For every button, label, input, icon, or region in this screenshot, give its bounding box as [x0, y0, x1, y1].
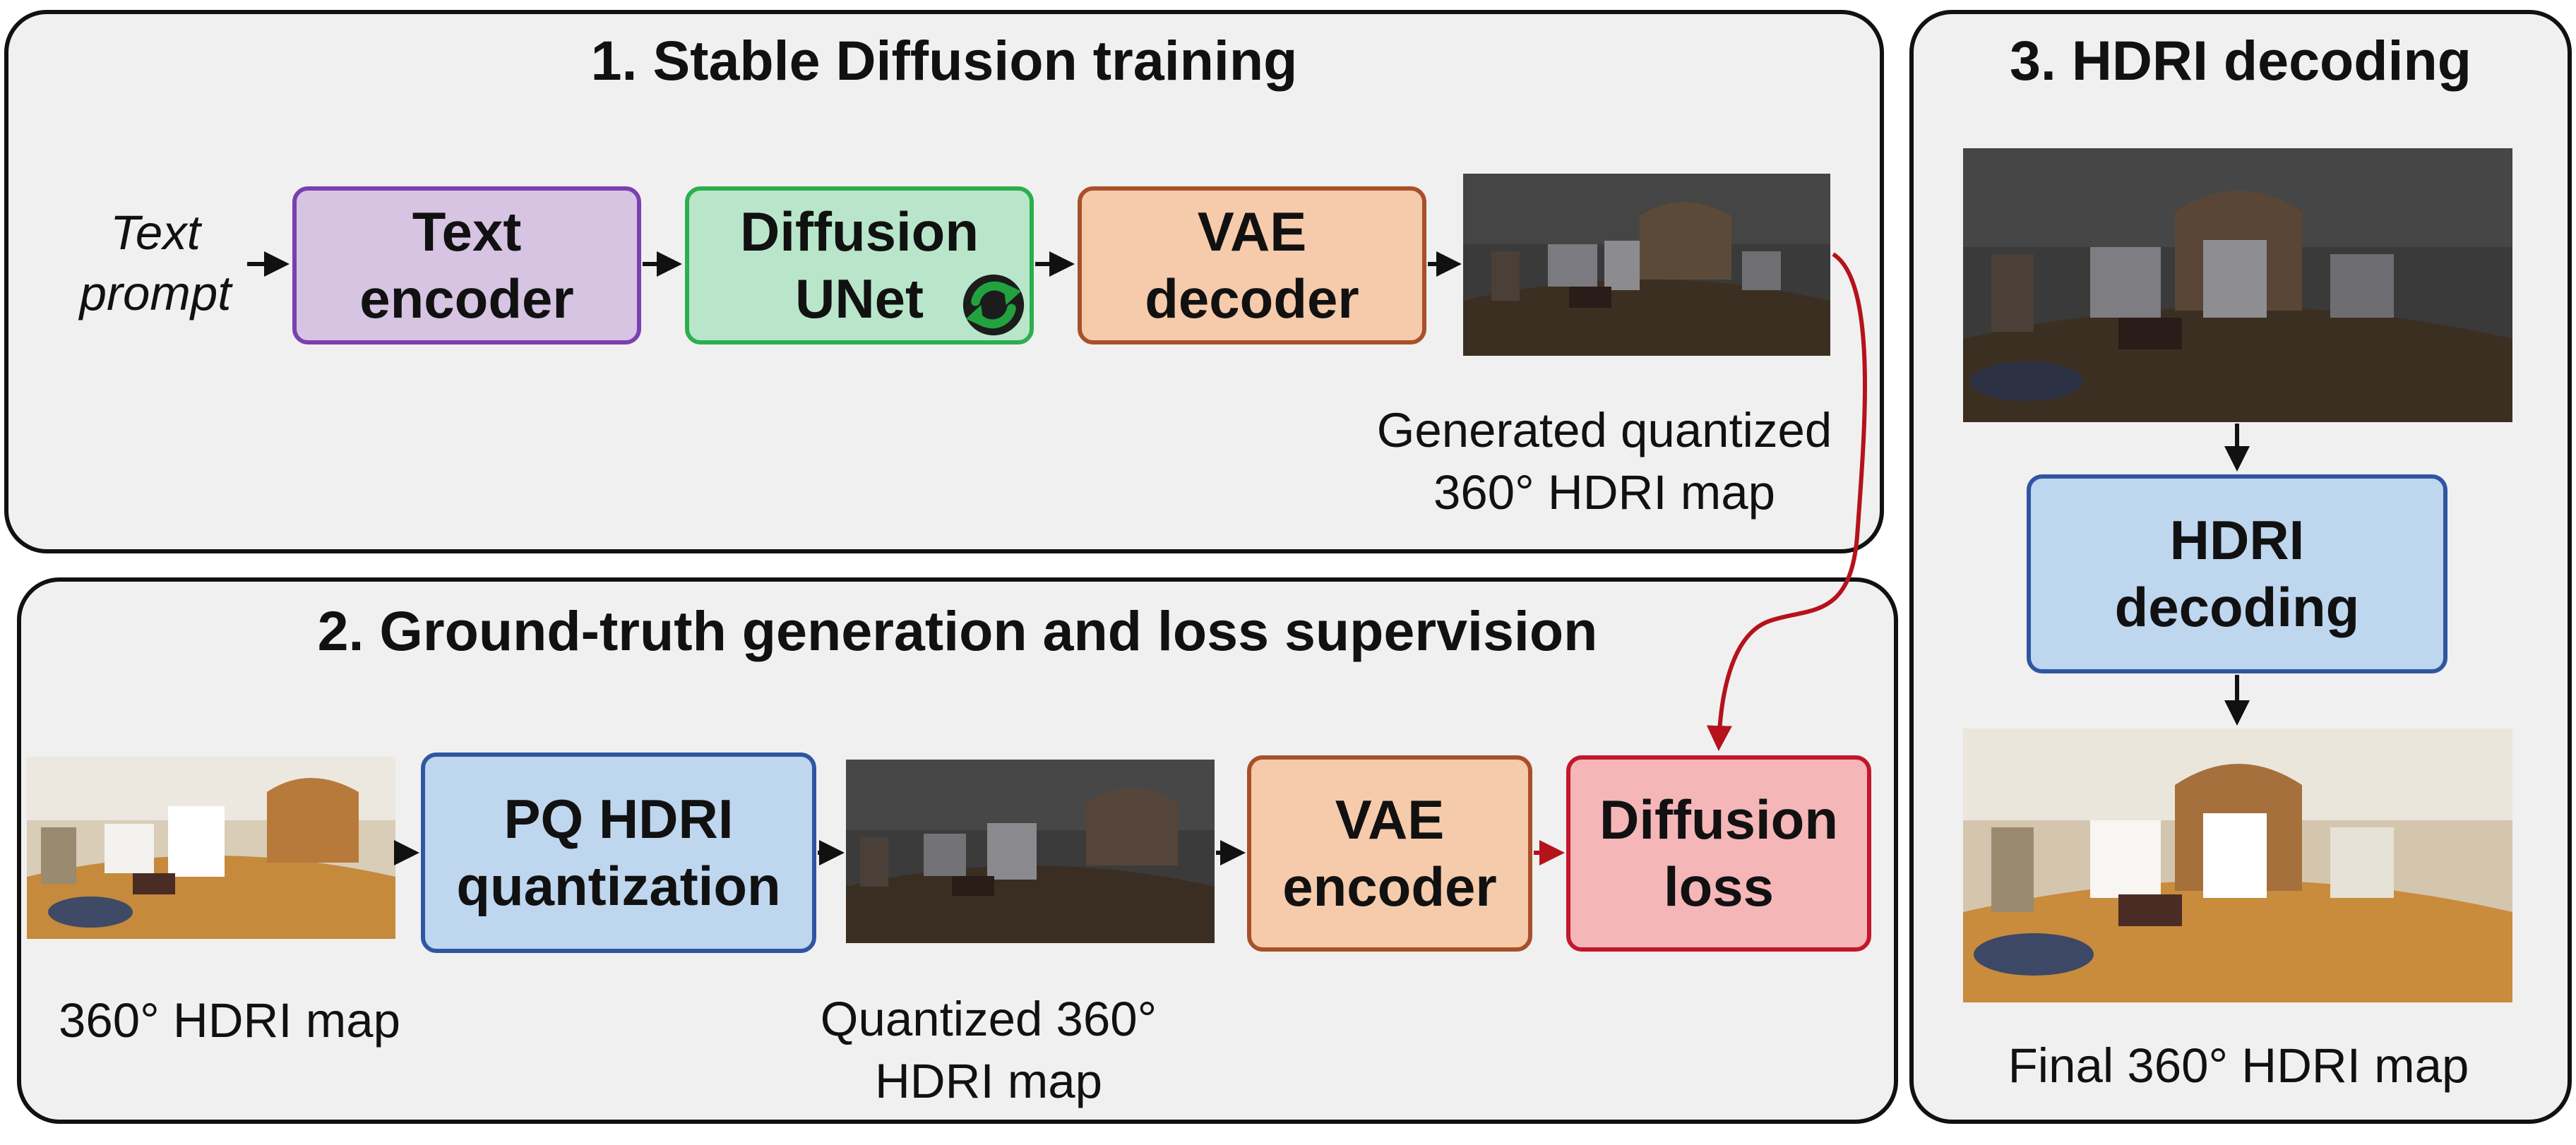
- generated-quantized-hdri-image: [1463, 174, 1830, 356]
- arrow-generated-to-loss: [1706, 252, 1867, 751]
- hdri-map-image: [27, 757, 395, 939]
- panel-title-decoding: 3. HDRI decoding: [2010, 29, 2471, 92]
- hdri-decoding-label: HDRI decoding: [2114, 508, 2360, 638]
- hdri-decoding-box: HDRI decoding: [2027, 474, 2447, 673]
- text-encoder-box: Text encoder: [292, 186, 641, 344]
- refresh-icon: [962, 274, 1025, 336]
- text-prompt-label: Text prompt: [79, 205, 232, 321]
- generated-quantized-caption: Generated quantized 360° HDRI map: [1376, 403, 1832, 520]
- quantized-hdri-caption: Quantized 360° HDRI map: [820, 992, 1157, 1108]
- diffusion-loss-box: Diffusion loss: [1566, 755, 1871, 952]
- hdri-map-caption: 360° HDRI map: [59, 993, 400, 1048]
- vae-decoder-label: VAE decoder: [1145, 200, 1359, 330]
- vae-encoder-box: VAE encoder: [1247, 755, 1532, 952]
- pq-hdri-quantization-label: PQ HDRI quantization: [456, 787, 781, 917]
- panel-title-supervision: 2. Ground-truth generation and loss supe…: [317, 599, 1598, 662]
- decoding-input-hdri-image: [1963, 148, 2512, 422]
- diffusion-loss-label: Diffusion loss: [1599, 788, 1838, 918]
- quantized-hdri-image: [846, 760, 1215, 943]
- vae-decoder-box: VAE decoder: [1078, 186, 1426, 344]
- panel-title-training: 1. Stable Diffusion training: [590, 29, 1298, 92]
- diffusion-unet-label: Diffusion UNet: [740, 200, 979, 330]
- vae-encoder-label: VAE encoder: [1282, 788, 1497, 918]
- pq-hdri-quantization-box: PQ HDRI quantization: [421, 753, 816, 953]
- final-hdri-image: [1963, 729, 2512, 1002]
- final-hdri-caption: Final 360° HDRI map: [2008, 1038, 2469, 1093]
- text-encoder-label: Text encoder: [359, 200, 574, 330]
